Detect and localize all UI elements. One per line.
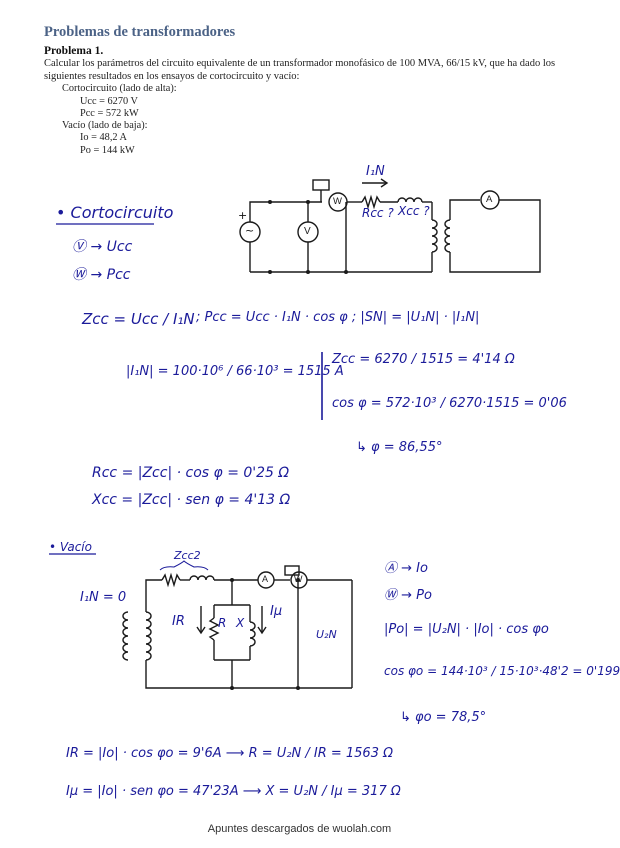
- rcc-resistor: [361, 194, 381, 210]
- meter-v-label: V: [304, 226, 311, 237]
- circuit-diagrams: [49, 178, 541, 690]
- short-circuit-diagram: [239, 178, 541, 273]
- no-load-diagram: [122, 560, 353, 689]
- meter-w-label: W: [333, 196, 342, 207]
- x-label: X: [236, 616, 245, 630]
- io-value: Io = 48,2 A: [80, 132, 127, 143]
- source-symbol: ~: [245, 224, 255, 237]
- eq-zcc-val: Zcc = 6270 / 1515 = 4'14 Ω: [332, 352, 515, 367]
- u2n-label: U₂N: [316, 628, 337, 641]
- x-inductor: [249, 621, 256, 647]
- note-v: Ⓥ → Ucc: [72, 239, 133, 255]
- ucc-value: Ucc = 6270 V: [80, 96, 138, 107]
- zcc2-label: Zcc2: [174, 549, 201, 562]
- note-w: Ⓦ → Pcc: [72, 267, 131, 283]
- nl-secondary-winding: [145, 611, 152, 661]
- primary-winding: [431, 219, 438, 253]
- secondary-winding: [444, 219, 451, 253]
- zcc2-inductor: [189, 575, 215, 581]
- page-title: Problemas de transformadores: [44, 24, 236, 40]
- ir-label: IR: [172, 614, 185, 629]
- eq-phi: ↳ φ = 86,55°: [356, 440, 443, 455]
- cc-label: Cortocircuito (lado de alta):: [62, 83, 177, 94]
- xcc-label: Xcc ?: [398, 204, 430, 218]
- eq-cos: cos φ = 572·10³ / 6270·1515 = 0'06: [332, 396, 567, 411]
- r-label: R: [218, 616, 227, 630]
- po-value: Po = 144 kW: [80, 145, 135, 156]
- eq-pcc: ; Pcc = Ucc · I₁N · cos φ ; |SN| = |U₁N|…: [196, 310, 480, 325]
- problem-title: Problema 1.: [44, 45, 104, 57]
- meter-a-label: A: [486, 194, 493, 205]
- rcc-label: Rcc ?: [362, 206, 394, 220]
- r-resistor: [208, 617, 220, 641]
- pcc-value: Pcc = 572 kW: [80, 108, 139, 119]
- zcc2-resistor: [161, 572, 181, 588]
- eq-zcc-def: Zcc = Ucc / I₁N: [82, 310, 195, 328]
- nl-eq-cos: cos φo = 144·10³ / 15·10³·48'2 = 0'199: [384, 664, 620, 678]
- source-plus: +: [238, 209, 248, 222]
- xcc-inductor: [397, 197, 423, 203]
- nl-i1n-label: I₁N = 0: [80, 590, 127, 605]
- nl-note-a: Ⓐ → Io: [384, 561, 428, 576]
- problem-statement: Calcular los parámetros del circuito equ…: [44, 58, 556, 82]
- vacio-label: Vacío (lado de baja):: [62, 120, 148, 131]
- nl-eq-phi: ↳ φo = 78,5°: [400, 710, 487, 725]
- wattmeter-coil-box: [312, 179, 330, 191]
- eq-in: |I₁N| = 100·10⁶ / 66·10³ = 1515 A: [126, 364, 344, 379]
- i1n-label: I₁N: [366, 164, 385, 179]
- eq-po: |Po| = |U₂N| · |Io| · cos φo: [384, 622, 549, 637]
- eq-imu: Iμ = |Io| · sen φo = 47'23A ⟶ X = U₂N / …: [66, 784, 401, 799]
- vacio-heading: • Vacío: [49, 540, 92, 554]
- eq-xcc: Xcc = |Zcc| · sen φ = 4'13 Ω: [92, 492, 291, 508]
- eq-ir: IR = |Io| · cos φo = 9'6A ⟶ R = U₂N / IR…: [66, 746, 394, 761]
- nl-note-w: Ⓦ → Po: [384, 588, 432, 603]
- nl-meter-w-label: W: [294, 574, 303, 584]
- footer-text: Apuntes descargados de wuolah.com: [207, 823, 392, 835]
- imu-label: Iμ: [270, 604, 283, 619]
- nl-primary-winding: [122, 611, 129, 661]
- nl-meter-a-label: A: [262, 574, 269, 584]
- cc-heading: • Cortocircuito: [56, 203, 174, 222]
- eq-rcc: Rcc = |Zcc| · cos φ = 0'25 Ω: [92, 465, 290, 481]
